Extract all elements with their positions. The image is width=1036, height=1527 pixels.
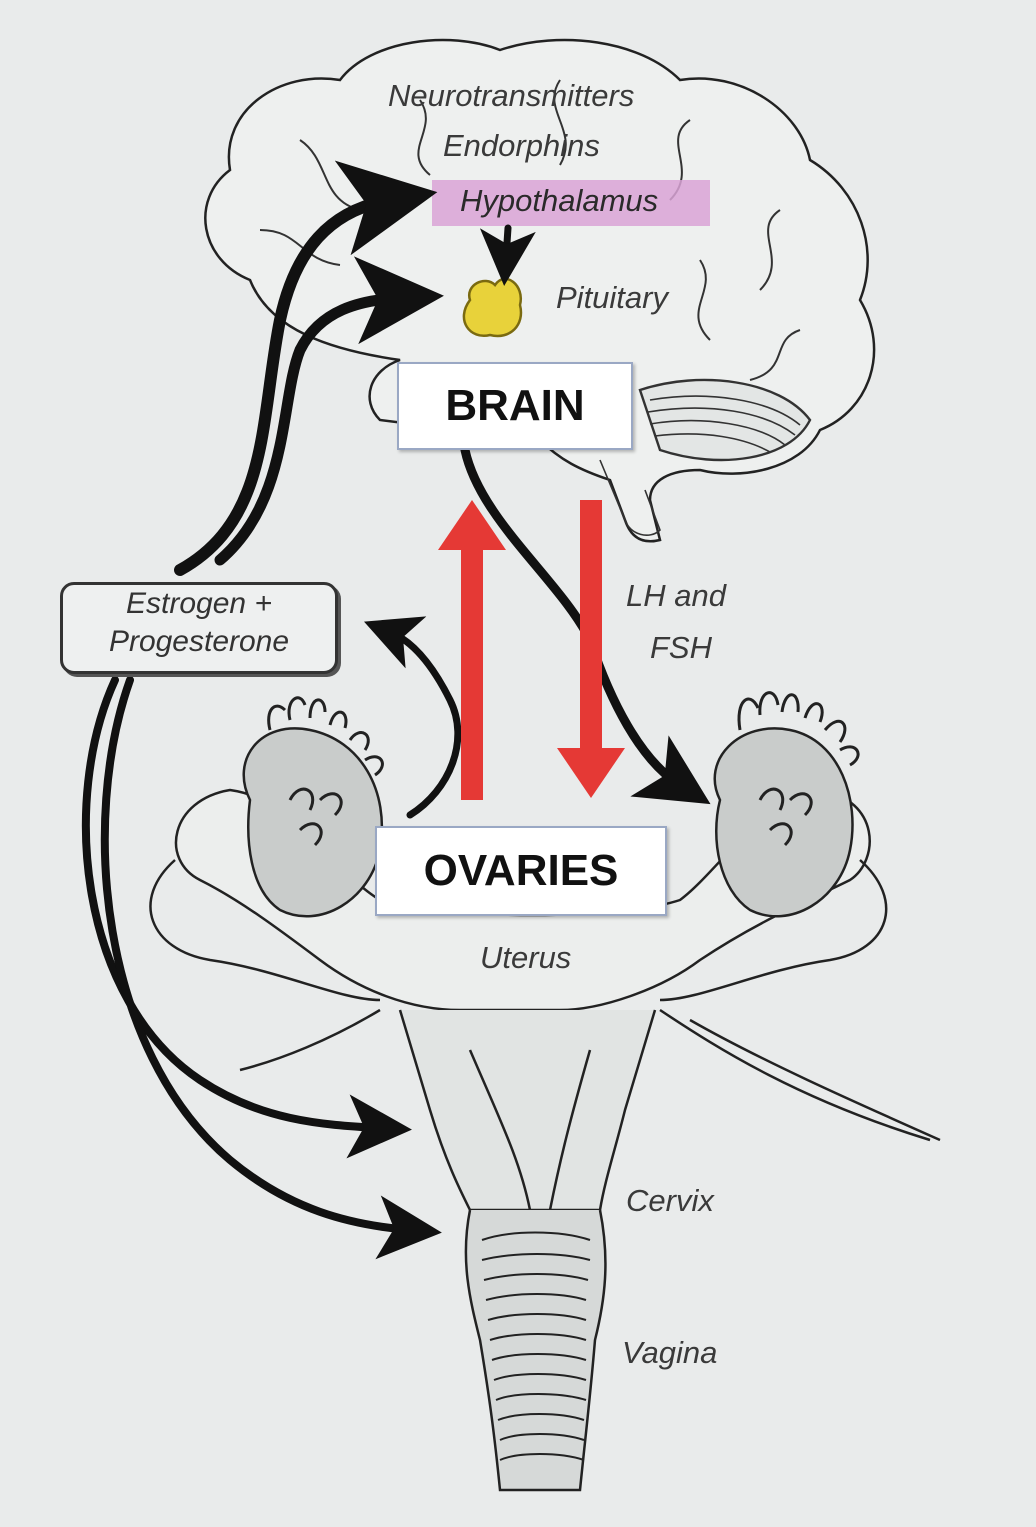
label-progesterone: Progesterone bbox=[63, 623, 335, 661]
label-uterus: Uterus bbox=[480, 940, 571, 976]
brain-outline bbox=[205, 40, 874, 541]
label-estrogen: Estrogen + bbox=[63, 585, 335, 623]
brain-box: BRAIN bbox=[397, 362, 633, 450]
arrow-ovary-to-hormones bbox=[390, 632, 458, 815]
pituitary-gland bbox=[464, 279, 521, 336]
red-arrow-down-shaft bbox=[580, 500, 602, 750]
label-vagina: Vagina bbox=[622, 1335, 717, 1371]
arrow-hypothalamus-to-pituitary bbox=[506, 228, 508, 258]
label-cervix: Cervix bbox=[626, 1183, 714, 1219]
right-ovary bbox=[715, 693, 858, 917]
left-ovary bbox=[244, 698, 383, 916]
ovaries-box: OVARIES bbox=[375, 826, 667, 916]
red-arrow-down-head bbox=[557, 748, 625, 798]
red-arrow-up-shaft bbox=[461, 548, 483, 800]
label-neurotransmitters: Neurotransmitters bbox=[388, 78, 634, 114]
label-fsh: FSH bbox=[650, 630, 712, 666]
hormones-box: Estrogen + Progesterone bbox=[60, 582, 338, 674]
label-hypothalamus: Hypothalamus bbox=[460, 183, 658, 219]
label-pituitary: Pituitary bbox=[556, 280, 668, 316]
label-lh-and: LH and bbox=[626, 578, 726, 614]
brain-ovary-axis bbox=[438, 500, 625, 800]
label-endorphins: Endorphins bbox=[443, 128, 600, 164]
